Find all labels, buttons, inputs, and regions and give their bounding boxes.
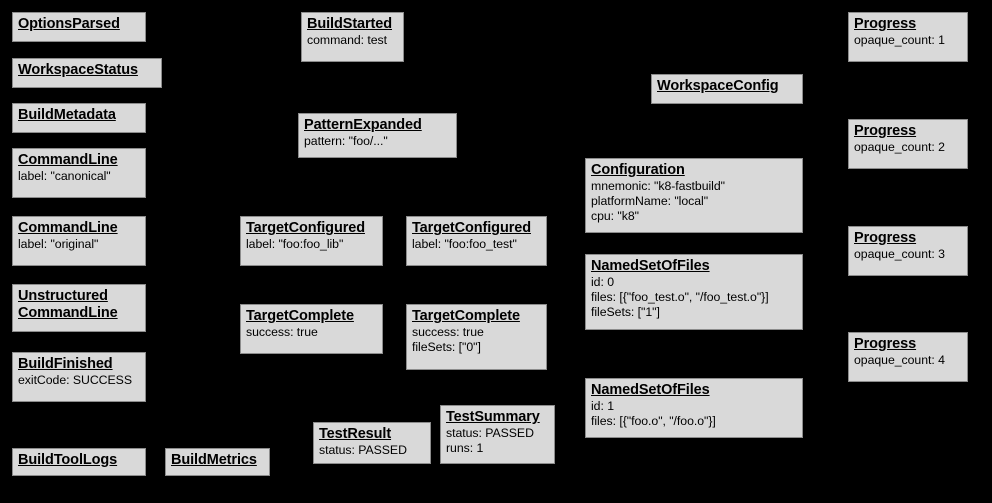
event-node-options-parsed[interactable]: OptionsParsed xyxy=(12,12,146,42)
event-node-field: mnemonic: "k8-fastbuild" xyxy=(591,179,725,193)
event-node-title: TargetComplete xyxy=(412,308,520,324)
event-node-field: opaque_count: 4 xyxy=(854,353,945,367)
event-node-title: BuildStarted xyxy=(307,16,393,32)
event-node-title: BuildMetadata xyxy=(18,107,116,123)
event-node-field: label: "canonical" xyxy=(18,169,111,183)
event-node-field: status: PASSED xyxy=(446,426,534,440)
event-node-build-metrics[interactable]: BuildMetrics xyxy=(165,448,270,476)
event-node-field: label: "original" xyxy=(18,237,99,251)
event-node-build-metadata[interactable]: BuildMetadata xyxy=(12,103,146,133)
event-node-title: CommandLine xyxy=(18,152,118,168)
event-node-title: WorkspaceConfig xyxy=(657,78,779,94)
event-node-title: Progress xyxy=(854,336,917,352)
event-node-field: opaque_count: 2 xyxy=(854,140,945,154)
event-node-field: platformName: "local" xyxy=(591,194,709,208)
event-node-title: Progress xyxy=(854,230,917,246)
event-node-field: runs: 1 xyxy=(446,441,484,455)
event-node-title: NamedSetOfFiles xyxy=(591,382,710,398)
event-node-field: success: true xyxy=(246,325,318,339)
event-node-title: TestResult xyxy=(319,426,392,442)
event-node-workspace-config[interactable]: WorkspaceConfig xyxy=(651,74,803,104)
event-node-title-continued: CommandLine xyxy=(18,305,118,321)
event-node-title: TargetConfigured xyxy=(246,220,365,236)
event-node-title: WorkspaceStatus xyxy=(18,62,138,78)
event-node-field: id: 1 xyxy=(591,399,614,413)
event-node-field: opaque_count: 3 xyxy=(854,247,945,261)
event-node-title: BuildFinished xyxy=(18,356,113,372)
event-node-title: BuildToolLogs xyxy=(18,452,118,468)
event-node-title: OptionsParsed xyxy=(18,16,120,32)
event-node-title: NamedSetOfFiles xyxy=(591,258,710,274)
event-node-field: success: true xyxy=(412,325,484,339)
event-node-field: label: "foo:foo_test" xyxy=(412,237,517,251)
event-node-title: TargetComplete xyxy=(246,308,354,324)
event-node-title: Progress xyxy=(854,16,917,32)
event-node-field: files: [{"foo.o", "/foo.o"}] xyxy=(591,414,716,428)
event-node-field: status: PASSED xyxy=(319,443,407,457)
event-node-field: pattern: "foo/..." xyxy=(304,134,388,148)
event-node-field: opaque_count: 1 xyxy=(854,33,945,47)
event-node-field: label: "foo:foo_lib" xyxy=(246,237,344,251)
event-node-field: id: 0 xyxy=(591,275,614,289)
event-node-title: TestSummary xyxy=(446,409,540,425)
event-node-title: PatternExpanded xyxy=(304,117,422,133)
event-node-title: Configuration xyxy=(591,162,685,178)
event-node-field: cpu: "k8" xyxy=(591,209,639,223)
event-node-field: fileSets: ["0"] xyxy=(412,340,481,354)
event-node-workspace-status[interactable]: WorkspaceStatus xyxy=(12,58,162,88)
event-node-build-tool-logs[interactable]: BuildToolLogs xyxy=(12,448,146,476)
event-node-title: Progress xyxy=(854,123,917,139)
event-node-title: CommandLine xyxy=(18,220,118,236)
event-node-field: files: [{"foo_test.o", "/foo_test.o"}] xyxy=(591,290,769,304)
event-node-field: exitCode: SUCCESS xyxy=(18,373,132,387)
event-node-title: TargetConfigured xyxy=(412,220,531,236)
event-node-field: command: test xyxy=(307,33,387,47)
event-node-field: fileSets: ["1"] xyxy=(591,305,660,319)
event-node-title: Unstructured xyxy=(18,288,108,304)
event-node-title: BuildMetrics xyxy=(171,452,257,468)
